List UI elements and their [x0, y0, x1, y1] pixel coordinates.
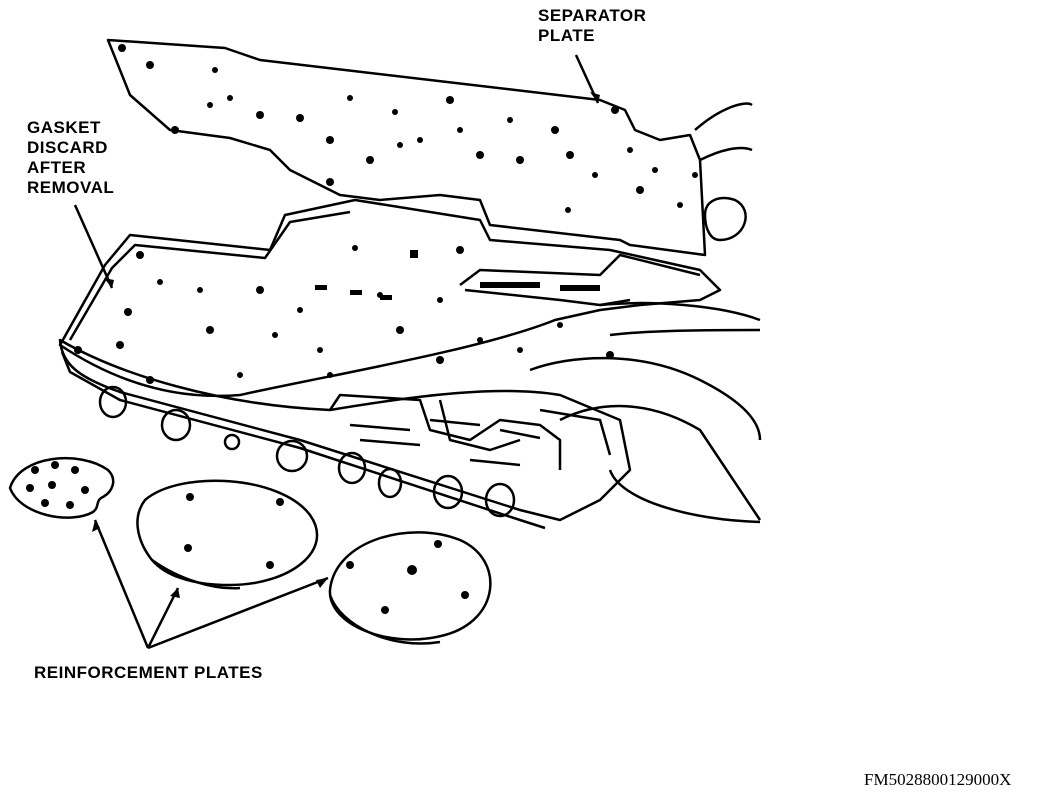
- separator-plate: [106, 38, 707, 257]
- reinforcement-plate-middle: [136, 479, 319, 590]
- reinforcement-plate-right: [328, 531, 492, 645]
- figure-id: FM5028800129000X: [864, 770, 1012, 789]
- separator-plate-holes: [118, 44, 698, 213]
- gasket-label: GASKET DISCARD AFTER REMOVAL: [27, 118, 114, 198]
- reinforcement-plates-label: REINFORCEMENT PLATES: [34, 663, 263, 682]
- right-plate-holes: [346, 540, 469, 614]
- gasket-label-line2: DISCARD: [27, 138, 108, 157]
- middle-plate-holes: [184, 493, 284, 569]
- separator-plate-label-line2: PLATE: [538, 26, 595, 45]
- gasket-label-line1: GASKET: [27, 118, 101, 137]
- valve-body-casting: [58, 338, 632, 530]
- gasket-label-line3: AFTER: [27, 158, 87, 177]
- leader-arrowheads: [92, 92, 600, 598]
- gasket-leader: [73, 204, 114, 289]
- gasket-holes: [74, 245, 614, 384]
- reinforcement-leaders: [93, 519, 329, 650]
- small-plate-holes: [26, 461, 89, 509]
- gasket: [58, 198, 722, 398]
- separator-plate-label: SEPARATOR PLATE: [538, 6, 646, 46]
- separator-plate-label-line1: SEPARATOR: [538, 6, 647, 25]
- hand: [529, 102, 762, 524]
- reinforcement-plate-small: [8, 456, 115, 519]
- gasket-label-line4: REMOVAL: [27, 178, 115, 197]
